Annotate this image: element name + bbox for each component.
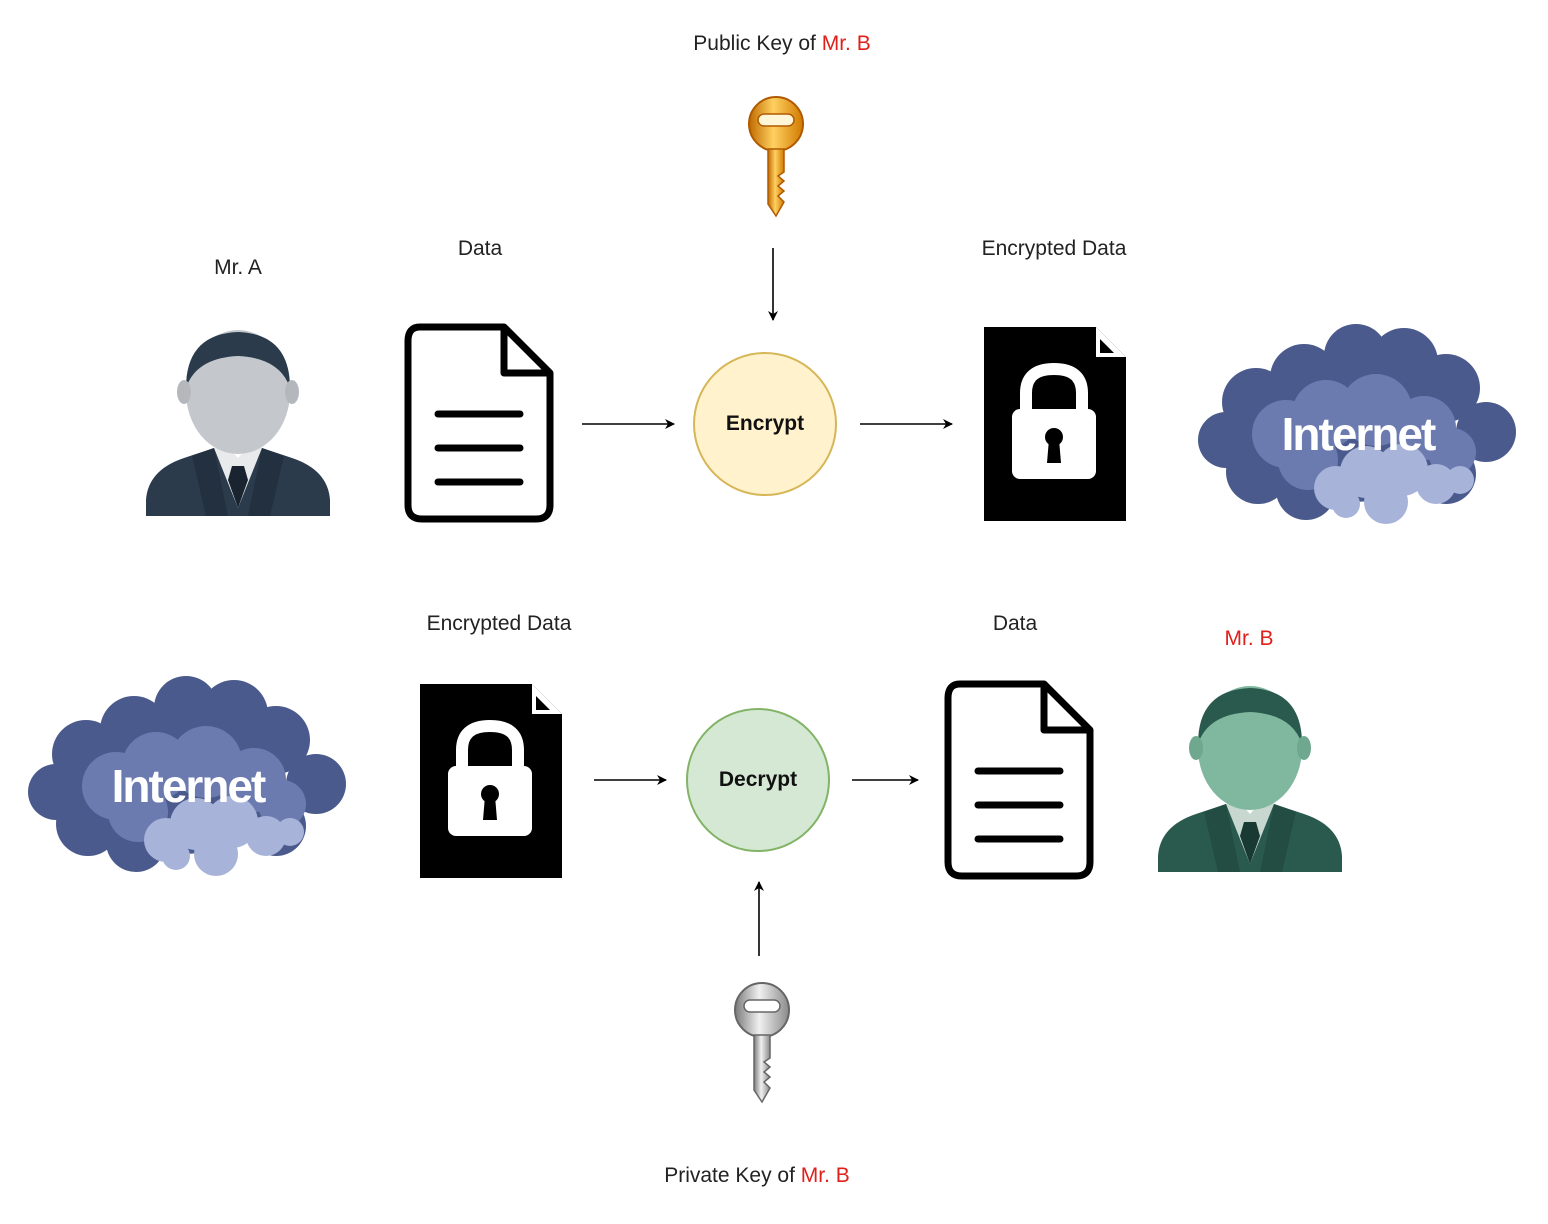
receiver-person-icon xyxy=(1158,686,1342,872)
top-internet-cloud-icon: Internet xyxy=(1198,324,1516,524)
sender-label: Mr. A xyxy=(214,256,262,279)
public-key-label-prefix: Public Key of xyxy=(693,32,822,55)
top-encrypted-data-label: Encrypted Data xyxy=(981,237,1127,260)
bottom-internet-cloud-icon: Internet xyxy=(28,676,346,876)
private-key-icon xyxy=(734,982,790,1104)
private-key-label-prefix: Private Key of xyxy=(664,1164,801,1187)
bottom-encrypted-document-icon xyxy=(420,684,562,878)
bottom-data-label: Data xyxy=(992,612,1038,635)
private-key-label: Private Key of Mr. B xyxy=(664,1164,850,1188)
top-data-label: Data xyxy=(457,237,503,260)
bottom-encrypted-data-label: Encrypted Data xyxy=(426,612,572,635)
public-key-icon xyxy=(748,96,804,218)
private-key-label-owner: Mr. B xyxy=(800,1164,850,1187)
public-key-label-owner: Mr. B xyxy=(821,32,871,55)
encrypt-process: Encrypt xyxy=(693,352,837,496)
sender-person-icon xyxy=(146,330,330,516)
bottom-cloud-label: Internet xyxy=(112,760,266,812)
top-cloud-label: Internet xyxy=(1282,408,1436,460)
top-encrypted-document-icon xyxy=(984,327,1126,521)
public-key-label: Public Key of Mr. B xyxy=(693,32,870,56)
decrypt-process: Decrypt xyxy=(686,708,830,852)
bottom-data-document-icon xyxy=(944,680,1094,880)
top-data-document-icon xyxy=(404,323,554,523)
receiver-label: Mr. B xyxy=(1224,627,1274,650)
